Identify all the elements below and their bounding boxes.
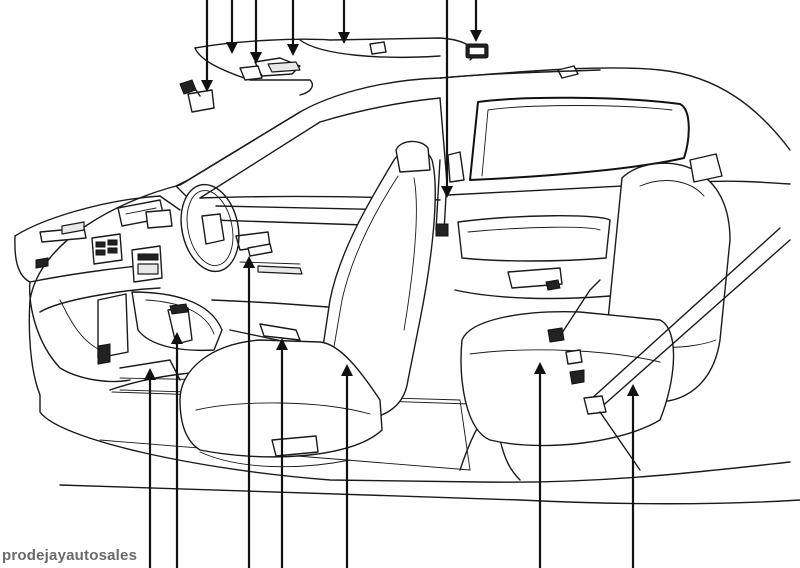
rear-view-mirror — [179, 79, 215, 113]
watermark-text: prodejayautosales — [2, 547, 138, 564]
windshield-frame — [179, 97, 441, 201]
roof-headliner — [194, 37, 601, 96]
rear-seatbelt — [583, 227, 791, 471]
dashboard — [14, 195, 181, 283]
front-door — [211, 97, 449, 311]
rear-seat — [460, 153, 731, 447]
bottom-callout-arrows — [144, 256, 639, 568]
rear-window — [447, 96, 791, 300]
top-callout-arrows — [201, 0, 482, 198]
steering-wheel — [175, 179, 240, 273]
center-console — [28, 281, 223, 383]
